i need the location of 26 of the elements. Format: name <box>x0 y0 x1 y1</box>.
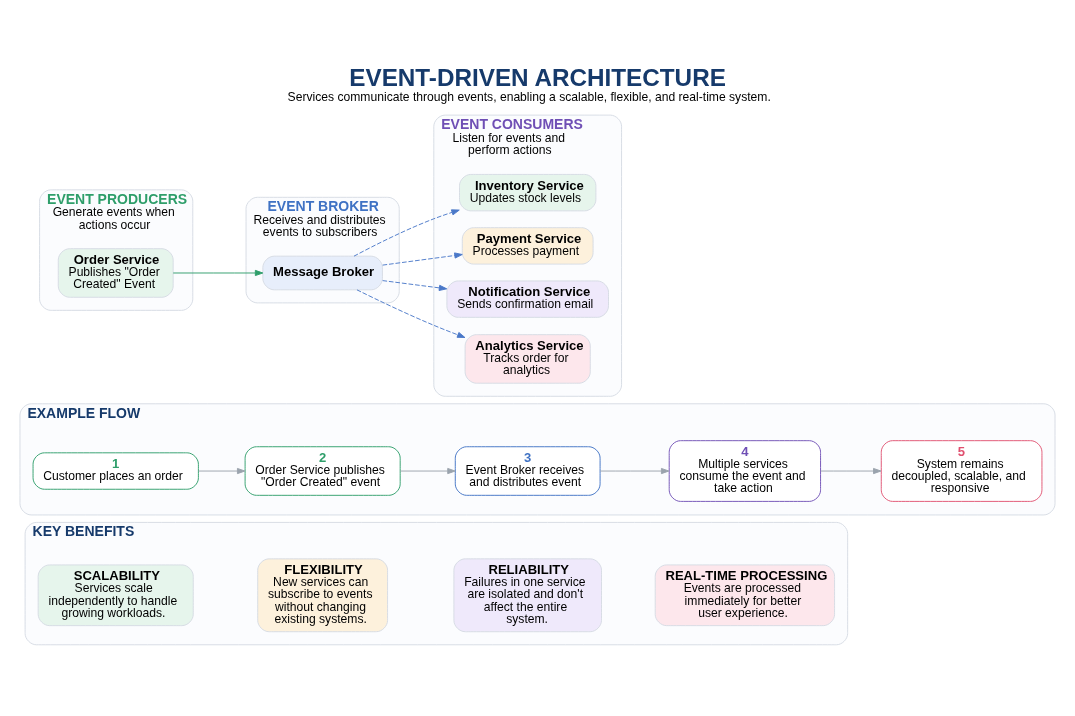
node-box: RELIABILITY Failures in one service are isolated and don't affect the entire system. <box>453 558 602 633</box>
arrow <box>353 209 460 257</box>
node-box: Analytics Service Tracks order for analytics <box>464 334 591 384</box>
diagram-title: EVENT-DRIVEN ARCHITECTURE <box>349 63 726 91</box>
arrow <box>820 467 882 475</box>
node-box: Payment Service Processes payment <box>461 227 594 265</box>
node-box: 1 Customer places an order <box>32 452 199 490</box>
node-box: Order Service Publishes "Order Created" Event <box>57 248 174 298</box>
arrow <box>198 467 246 475</box>
arrow <box>399 467 456 475</box>
node-box: SCALABILITY Services scale independently to handle growing workloads. <box>37 564 194 627</box>
node-box: Inventory Service Updates stock levels <box>459 173 597 212</box>
node-box: Message Broker <box>262 255 383 291</box>
node-box: 4 Multiple services consume the event and take action <box>668 440 821 502</box>
arrow <box>356 289 466 338</box>
node-box: REAL-TIME PROCESSING Events are processed immediately for better user experience. <box>654 564 836 627</box>
node-box: FLEXIBILITY New services can subscribe to events without changing existing systems. <box>257 558 389 633</box>
node-box: 3 Event Broker receives and distributes event <box>454 446 601 496</box>
arrow <box>382 280 448 291</box>
arrow <box>599 467 670 475</box>
node-box: 5 System remains decoupled, scalable, and responsive <box>880 440 1043 502</box>
node-box: 2 Order Service publishes "Order Created" event <box>244 446 401 496</box>
caption: Services communicate through events, enabling a scalable, flexible, and real-time system. <box>287 89 771 104</box>
node-box: Notification Service Sends confirmation email <box>446 280 609 318</box>
arrow <box>382 252 463 266</box>
arrow <box>172 269 264 277</box>
